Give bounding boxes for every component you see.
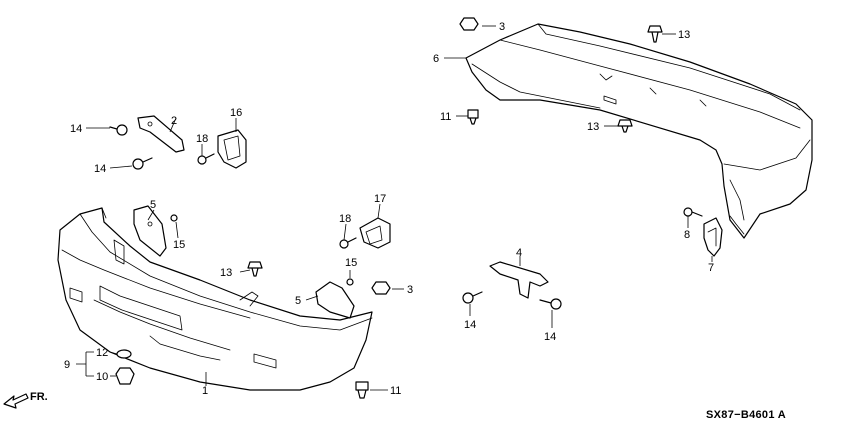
nut-3-a	[459, 17, 479, 31]
front-arrow-icon	[3, 393, 29, 409]
direction-label: FR.	[30, 391, 48, 403]
label-3-top: 3	[499, 21, 505, 33]
bracket-2	[137, 115, 185, 153]
clip-11-a	[467, 109, 479, 125]
label-13-top: 13	[678, 29, 690, 41]
part-number-labels: 1 2 3 3 4 5 5 6 7 8 9 10 11 11 12 13 13 …	[64, 21, 714, 397]
washer-12	[116, 349, 132, 359]
label-4: 4	[516, 247, 522, 259]
label-18-top: 18	[196, 133, 208, 145]
bracket-5-right	[315, 281, 355, 319]
label-15-right: 15	[345, 257, 357, 269]
label-5-right: 5	[295, 295, 301, 307]
label-7: 7	[708, 262, 714, 274]
clip-10	[115, 367, 135, 385]
clip-13-c	[617, 119, 633, 133]
fasteners	[109, 17, 703, 399]
bolt-14-c	[462, 291, 483, 304]
label-10: 10	[96, 371, 108, 383]
bolt-14-a	[109, 124, 128, 136]
label-1: 1	[202, 385, 208, 397]
label-8: 8	[684, 229, 690, 241]
rear-bumper	[465, 23, 813, 239]
clip-13-b	[647, 25, 663, 43]
bracket-17	[359, 217, 391, 249]
clip-13-a	[247, 261, 263, 277]
clip-11-b	[355, 381, 369, 399]
screw-18-a	[197, 153, 215, 165]
label-12: 12	[96, 347, 108, 359]
front-bumper	[57, 207, 373, 391]
bolt-14-d	[539, 298, 562, 310]
bracket-5-left	[133, 205, 167, 257]
screw-15-b	[346, 278, 354, 286]
nut-3-b	[371, 281, 391, 295]
label-18-middle: 18	[339, 213, 351, 225]
label-11-top: 11	[440, 111, 451, 123]
label-15-left: 15	[173, 239, 185, 251]
label-16: 16	[230, 107, 242, 119]
beam-4	[489, 261, 549, 299]
bolt-14-b	[132, 157, 153, 170]
label-14-b: 14	[94, 163, 106, 175]
label-9: 9	[64, 359, 70, 371]
bracket-16	[217, 129, 247, 169]
label-14-c: 14	[464, 319, 476, 331]
label-14-a: 14	[70, 123, 82, 135]
label-17: 17	[374, 193, 386, 205]
label-14-d: 14	[544, 331, 556, 343]
label-11-bottom: 11	[390, 385, 401, 397]
label-3-bottom: 3	[407, 284, 413, 296]
front-direction-indicator: FR.	[3, 391, 48, 409]
label-2: 2	[171, 115, 177, 127]
label-13-right: 13	[587, 121, 599, 133]
label-5-left: 5	[150, 199, 156, 211]
screw-18-b	[339, 237, 357, 249]
screw-15-a	[170, 214, 178, 222]
screw-8	[683, 207, 703, 217]
label-6: 6	[433, 53, 439, 65]
diagram-code: SX87−B4601 A	[706, 409, 786, 421]
leader-lines	[76, 25, 713, 391]
spacer-7	[703, 217, 723, 257]
label-13-left: 13	[220, 267, 232, 279]
